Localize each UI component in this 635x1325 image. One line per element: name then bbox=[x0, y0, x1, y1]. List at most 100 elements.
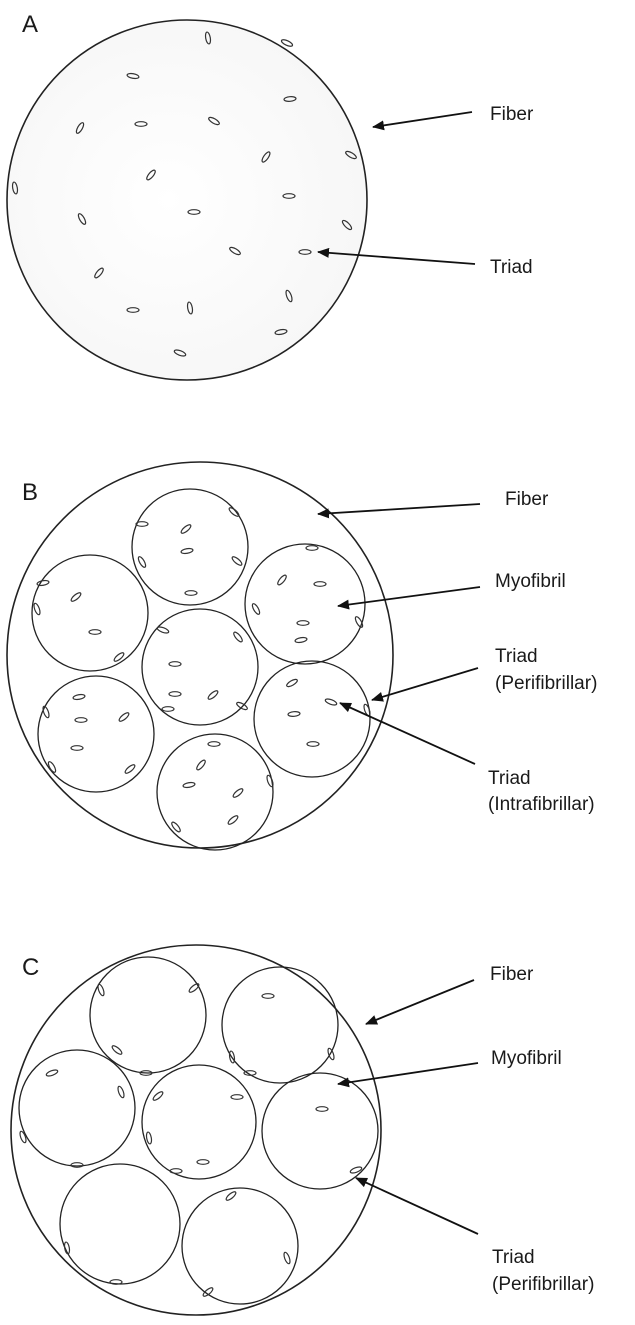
myofibril-arrow bbox=[338, 1063, 478, 1084]
panel-c: C Fiber Myofibril Triad (Perifibrillar) bbox=[11, 945, 594, 1315]
triad-icon bbox=[281, 38, 294, 47]
myofibril-circle bbox=[262, 1073, 378, 1189]
triad-icon bbox=[42, 706, 50, 719]
fiber-outline bbox=[7, 462, 393, 848]
fiber-arrow bbox=[318, 504, 480, 514]
triad-icon bbox=[181, 548, 194, 555]
panel-c-letter: C bbox=[22, 954, 39, 981]
triad-icon bbox=[118, 711, 130, 722]
triad-icon bbox=[276, 574, 287, 586]
triad-icon bbox=[225, 1190, 237, 1201]
triad-perifibrillar-label-line2: (Perifibrillar) bbox=[495, 673, 597, 694]
triad-perifibrillar-arrow bbox=[356, 1178, 478, 1234]
triad-icon bbox=[232, 787, 244, 798]
triad-icon bbox=[262, 994, 274, 999]
triad-icon bbox=[180, 523, 192, 534]
triad-icon bbox=[117, 1086, 125, 1099]
fiber-outline bbox=[11, 945, 381, 1315]
triad-icon bbox=[207, 689, 219, 700]
myofibril-circle bbox=[222, 967, 338, 1083]
triad-icon bbox=[73, 694, 86, 701]
triad-label: Triad bbox=[490, 257, 533, 278]
triad-icon bbox=[231, 1095, 243, 1100]
fiber-arrow bbox=[366, 980, 474, 1024]
myofibril-circle bbox=[60, 1164, 180, 1284]
triad-icon bbox=[316, 1107, 328, 1112]
triad-icon bbox=[197, 1160, 209, 1165]
triad-icon bbox=[231, 555, 243, 566]
myofibril-circle bbox=[90, 957, 206, 1073]
triad-intrafibrillar-label-line1: Triad bbox=[488, 768, 531, 789]
triad-icon bbox=[162, 707, 174, 712]
triad-perifibrillar-arrow bbox=[372, 668, 478, 700]
panel-b-letter: B bbox=[22, 479, 38, 506]
fiber-label: Fiber bbox=[505, 489, 549, 510]
triad-icon bbox=[288, 711, 300, 717]
myofibril-circle bbox=[32, 555, 148, 671]
triad-icon bbox=[37, 580, 50, 587]
triad-icon bbox=[124, 763, 136, 774]
triad-icon bbox=[283, 1252, 291, 1265]
triad-perifibrillar-label-line1: Triad bbox=[492, 1247, 535, 1268]
triad-icon bbox=[266, 775, 274, 788]
myofibril-circle bbox=[157, 734, 273, 850]
myofibril-arrow bbox=[338, 587, 480, 606]
triad-icon bbox=[232, 631, 243, 643]
myofibril-circle bbox=[182, 1188, 298, 1304]
triad-icon bbox=[89, 630, 101, 635]
triad-icon bbox=[295, 637, 308, 644]
triad-icon bbox=[97, 984, 105, 997]
myofibril-circle bbox=[254, 661, 370, 777]
triad-icon bbox=[137, 556, 147, 569]
triad-icon bbox=[46, 1069, 59, 1077]
triad-icon bbox=[183, 782, 196, 789]
triad-icon bbox=[251, 603, 261, 616]
triad-icon bbox=[195, 759, 206, 771]
triad-icon bbox=[208, 742, 220, 747]
myofibril-circle bbox=[38, 676, 154, 792]
triad-icon bbox=[188, 982, 200, 993]
triad-icon bbox=[157, 626, 170, 634]
triad-icon bbox=[136, 522, 148, 527]
myofibril-circle bbox=[142, 1065, 256, 1179]
triad-icon bbox=[169, 662, 181, 667]
triad-icon bbox=[297, 621, 309, 626]
fiber-label: Fiber bbox=[490, 964, 534, 985]
triad-icon bbox=[111, 1044, 123, 1055]
triad-icon bbox=[146, 1132, 153, 1145]
triad-icon bbox=[170, 1169, 182, 1174]
myofibril-circle bbox=[132, 489, 248, 605]
myofibril-circle bbox=[19, 1050, 135, 1166]
triad-icon bbox=[152, 1090, 164, 1101]
triad-intrafibrillar-arrow bbox=[340, 703, 475, 764]
fiber-label: Fiber bbox=[490, 104, 534, 125]
triad-icon bbox=[19, 1131, 27, 1144]
triad-icon bbox=[75, 718, 87, 723]
panel-a-letter: A bbox=[22, 11, 38, 38]
triad-icon bbox=[228, 506, 240, 517]
triad-intrafibrillar-label-line2: (Intrafibrillar) bbox=[488, 794, 595, 815]
triad-icon bbox=[33, 603, 41, 616]
fiber-arrow bbox=[373, 112, 472, 127]
myofibril-group bbox=[32, 489, 370, 850]
triad-icon bbox=[314, 582, 326, 587]
panel-b: B Fiber Myofibril Triad (Perifibrillar) … bbox=[7, 462, 597, 850]
triad-icon bbox=[325, 698, 338, 706]
panel-a: A Fiber Triad bbox=[7, 11, 534, 380]
triad-icon bbox=[169, 692, 181, 697]
triad-icon bbox=[185, 591, 197, 596]
triad-perifibrillar-label-line1: Triad bbox=[495, 646, 538, 667]
triad-icon bbox=[306, 546, 318, 551]
myofibril-label: Myofibril bbox=[495, 571, 566, 592]
triad-icon bbox=[70, 591, 82, 602]
triad-icon bbox=[286, 678, 299, 688]
triad-icon bbox=[227, 814, 239, 825]
triad-group bbox=[19, 982, 363, 1297]
myofibril-group bbox=[19, 957, 378, 1304]
triad-icon bbox=[307, 742, 319, 747]
myofibril-label: Myofibril bbox=[491, 1048, 562, 1069]
triad-perifibrillar-label-line2: (Perifibrillar) bbox=[492, 1274, 594, 1295]
triad-icon bbox=[71, 746, 83, 751]
fiber-outline bbox=[7, 20, 367, 380]
